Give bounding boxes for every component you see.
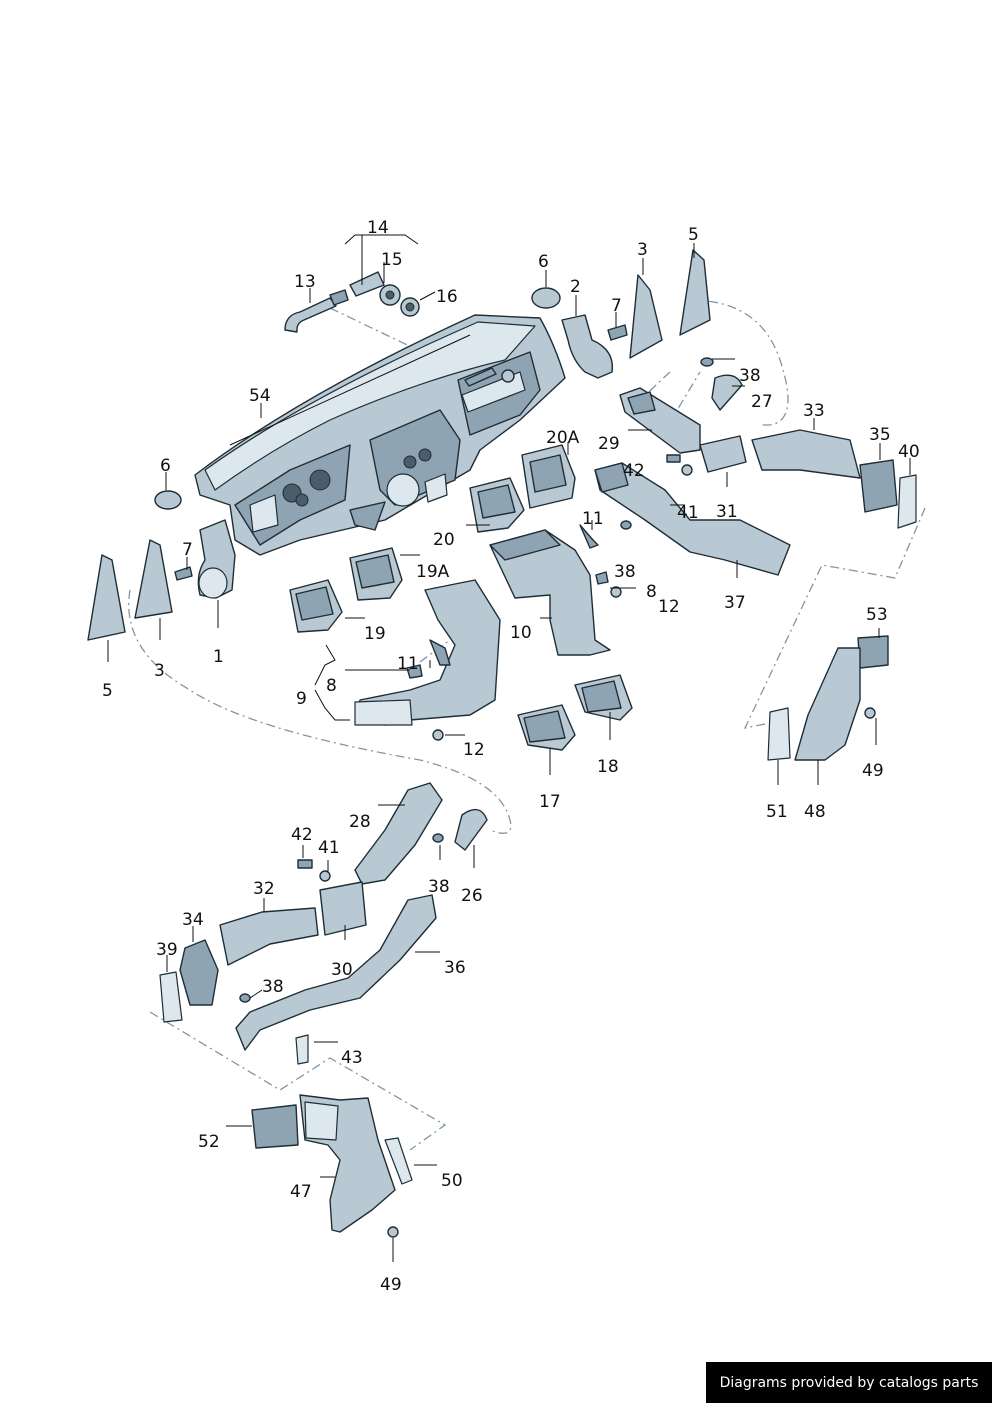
dashboard-assembly xyxy=(194,314,566,556)
callout-7: 7 xyxy=(611,296,622,316)
callout-6: 6 xyxy=(538,252,549,272)
callout-17: 17 xyxy=(539,792,561,812)
callout-19A: 19A xyxy=(416,562,450,582)
heater-control-cable-parts xyxy=(284,271,515,387)
callout-38-bottom: 38 xyxy=(262,977,284,997)
center-right-duct xyxy=(594,462,791,576)
left-side-trim-parts xyxy=(87,490,236,641)
rear-duct-group xyxy=(159,782,488,1238)
callout-12-center: 12 xyxy=(463,740,485,760)
callout-5: 5 xyxy=(688,225,699,245)
callout-3: 3 xyxy=(637,240,648,260)
callout-35: 35 xyxy=(869,425,891,445)
callout-18: 18 xyxy=(597,757,619,777)
callout-34: 34 xyxy=(182,910,204,930)
callout-6-left: 6 xyxy=(160,456,171,476)
callout-54: 54 xyxy=(249,386,271,406)
callout-5-left: 5 xyxy=(102,681,113,701)
callout-3-left: 3 xyxy=(154,661,165,681)
callout-42: 42 xyxy=(623,461,645,481)
callout-31: 31 xyxy=(716,502,738,522)
callout-50: 50 xyxy=(441,1171,463,1191)
credit-badge: Diagrams provided by catalogs parts xyxy=(706,1362,992,1403)
callout-42-lower: 42 xyxy=(291,825,313,845)
callout-7-left: 7 xyxy=(182,540,193,560)
callout-19: 19 xyxy=(364,624,386,644)
callout-48: 48 xyxy=(804,802,826,822)
callout-12: 12 xyxy=(658,597,680,617)
callout-11-center: 11 xyxy=(397,654,419,674)
callout-49: 49 xyxy=(862,761,884,781)
callout-1: 1 xyxy=(213,647,224,667)
callout-9: 9 xyxy=(296,689,307,709)
callout-29: 29 xyxy=(598,434,620,454)
callout-14: 14 xyxy=(367,218,389,238)
air-vents xyxy=(289,444,633,751)
callout-27: 27 xyxy=(751,392,773,412)
callout-41-lower: 41 xyxy=(318,838,340,858)
callout-8-center: 8 xyxy=(326,676,337,696)
callout-53: 53 xyxy=(866,605,888,625)
callout-30: 30 xyxy=(331,960,353,980)
callout-13: 13 xyxy=(294,272,316,292)
right-upper-duct-group xyxy=(531,249,917,529)
callout-26: 26 xyxy=(461,886,483,906)
callout-8: 8 xyxy=(646,582,657,602)
callout-52: 52 xyxy=(198,1132,220,1152)
credit-text: Diagrams provided by catalogs parts xyxy=(719,1374,979,1391)
callout-36: 36 xyxy=(444,958,466,978)
callout-38-lower: 38 xyxy=(428,877,450,897)
callout-41: 41 xyxy=(677,503,699,523)
callout-32: 32 xyxy=(253,879,275,899)
callout-40: 40 xyxy=(898,442,920,462)
callout-15: 15 xyxy=(381,250,403,270)
callout-37: 37 xyxy=(724,593,746,613)
callout-2: 2 xyxy=(570,277,581,297)
callout-38: 38 xyxy=(739,366,761,386)
callout-20A: 20A xyxy=(546,428,580,448)
callout-28: 28 xyxy=(349,812,371,832)
right-lower-duct-group xyxy=(767,635,889,761)
callout-39: 39 xyxy=(156,940,178,960)
center-ducts xyxy=(354,529,611,726)
callout-43: 43 xyxy=(341,1048,363,1068)
center-fasteners xyxy=(406,524,622,741)
callout-16: 16 xyxy=(436,287,458,307)
callout-51: 51 xyxy=(766,802,788,822)
callout-10: 10 xyxy=(510,623,532,643)
callout-47: 47 xyxy=(290,1182,312,1202)
callout-49-bottom: 49 xyxy=(380,1275,402,1295)
callout-20: 20 xyxy=(433,530,455,550)
callout-38-center: 38 xyxy=(614,562,636,582)
callouts: 14 15 16 13 6 2 7 3 5 38 27 54 33 35 40 … xyxy=(102,218,920,1295)
callout-33: 33 xyxy=(803,401,825,421)
callout-11: 11 xyxy=(582,509,604,529)
